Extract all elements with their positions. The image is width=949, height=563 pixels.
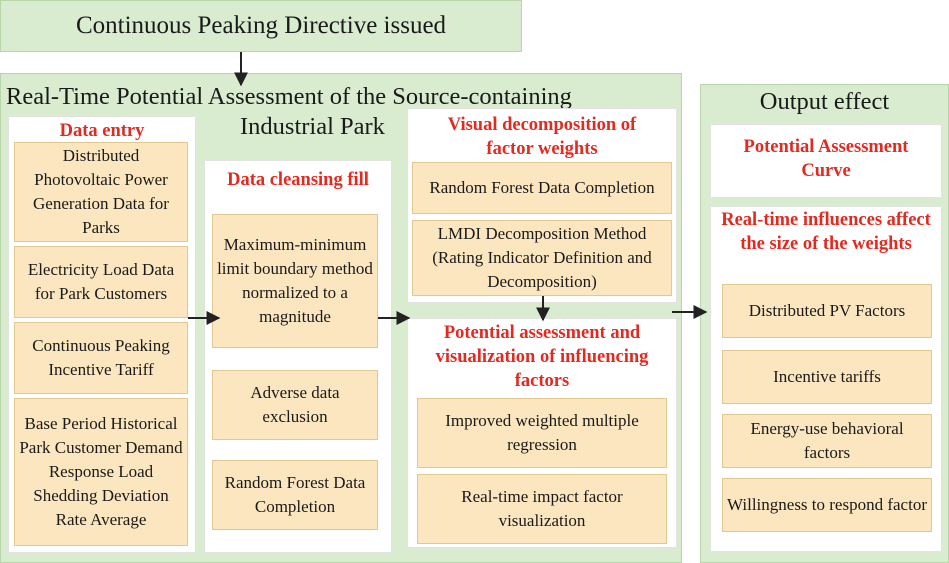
potential-curve-box	[710, 124, 942, 198]
cleansing-item-normalize: Maximum-minimum limit boundary method no…	[212, 214, 378, 348]
influences-heading: Real-time influences affect the size of …	[721, 210, 931, 254]
influence-item-pv: Distributed PV Factors	[722, 284, 932, 338]
data-entry-item-tariff: Continuous Peaking Incentive Tariff	[14, 322, 188, 394]
cleansing-heading: Data cleansing fill	[227, 170, 369, 190]
decomposition-item-lmdi: LMDI Decomposition Method (Rating Indica…	[412, 220, 672, 296]
directive-box: Continuous Peaking Directive issued	[0, 0, 522, 52]
potential-item-visualization: Real-time impact factor visualization	[417, 474, 667, 544]
assessment-title-line1: Real-Time Potential Assessment of the So…	[6, 83, 572, 110]
assessment-title-line2: Industrial Park	[240, 113, 385, 140]
potential-heading: Potential assessment and visualization o…	[435, 323, 649, 391]
influence-item-behavior: Energy-use behavioral factors	[722, 414, 932, 468]
data-entry-heading: Data entry	[59, 121, 145, 141]
data-entry-item-baseline: Base Period Historical Park Customer Dem…	[14, 398, 188, 546]
potential-item-regression: Improved weighted multiple regression	[417, 398, 667, 468]
data-entry-item-load: Electricity Load Data for Park Customers	[14, 246, 188, 318]
influence-item-tariffs: Incentive tariffs	[722, 350, 932, 404]
influence-item-willingness: Willingness to respond factor	[722, 478, 932, 532]
decomposition-heading: Visual decomposition of factor weights	[447, 115, 637, 159]
data-entry-item-pv: Distributed Photovoltaic Power Generatio…	[14, 142, 188, 242]
potential-curve-label: Potential Assessment Curve	[743, 137, 909, 181]
directive-label: Continuous Peaking Directive issued	[75, 12, 447, 39]
cleansing-item-exclusion: Adverse data exclusion	[212, 370, 378, 440]
output-title: Output effect	[759, 88, 890, 115]
cleansing-item-random-forest: Random Forest Data Completion	[212, 460, 378, 530]
decomposition-item-random-forest: Random Forest Data Completion	[412, 162, 672, 214]
